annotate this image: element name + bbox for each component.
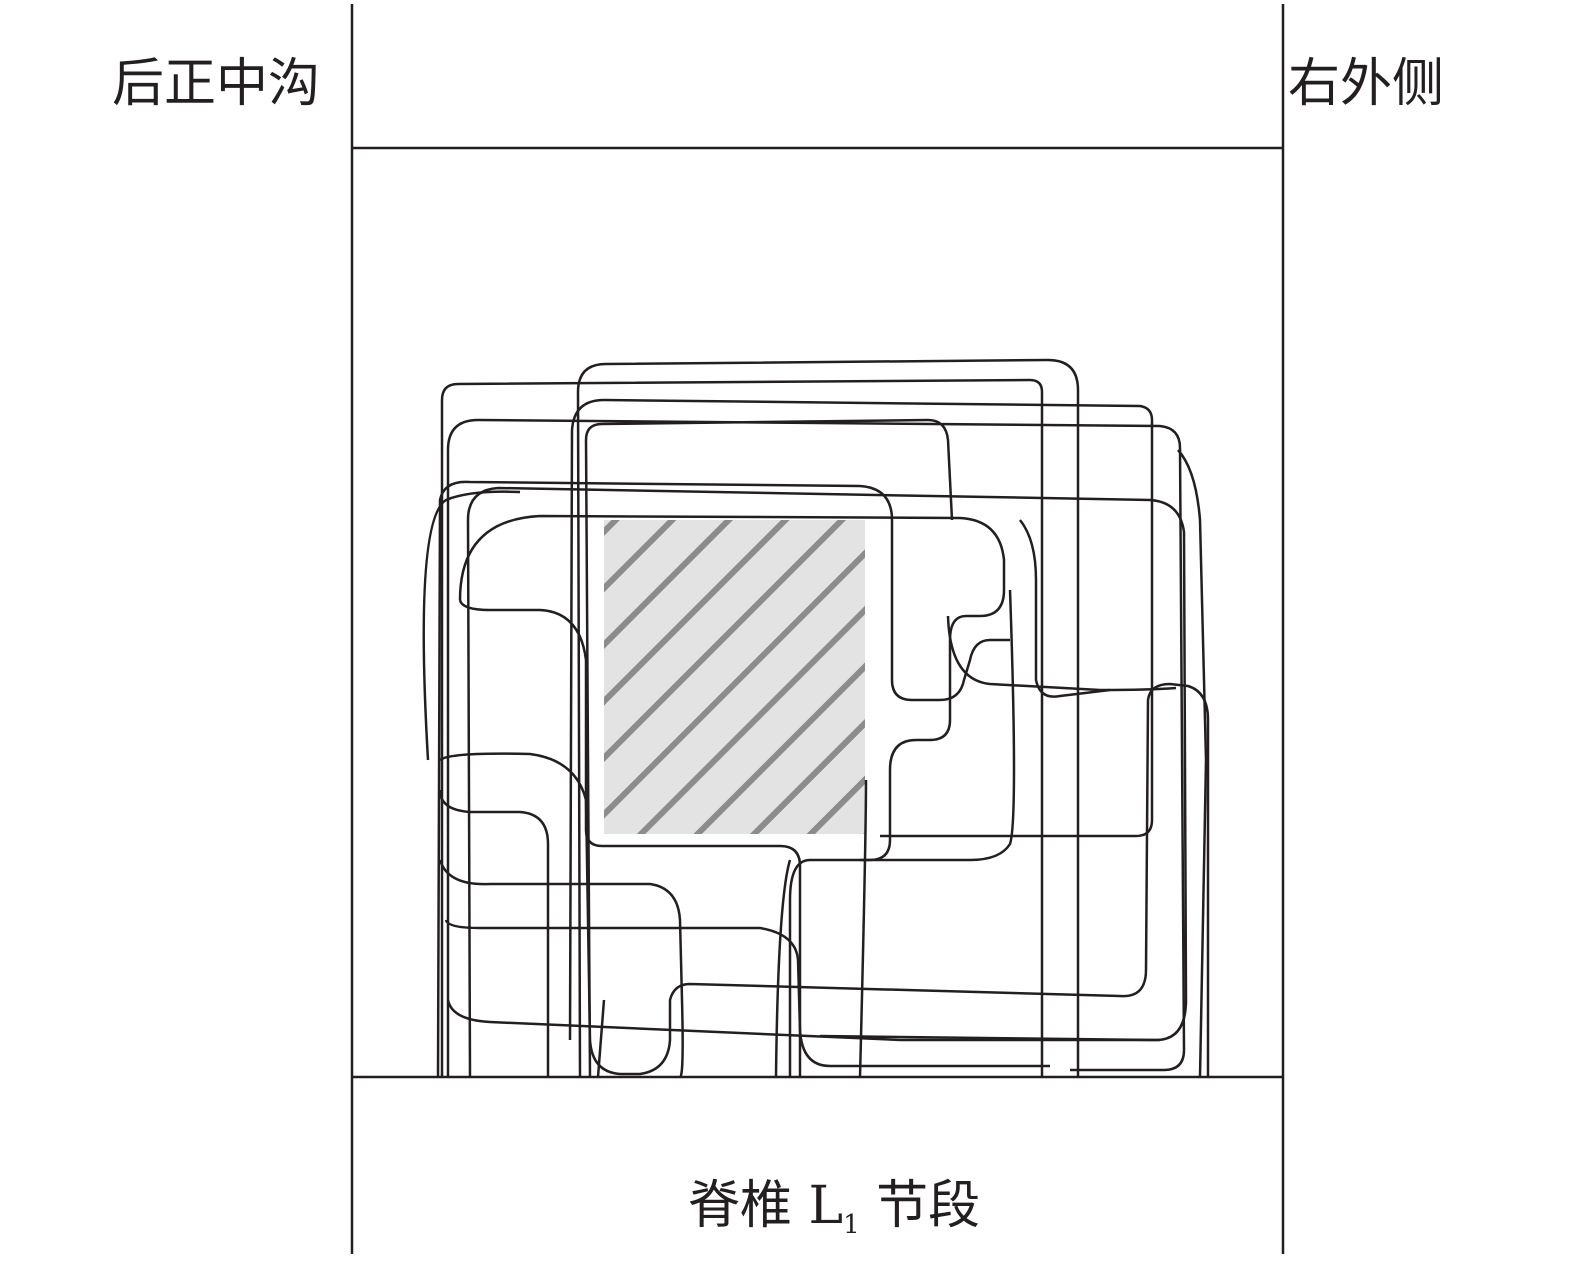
outline-6	[466, 486, 1188, 1078]
hatched-core-zone	[604, 520, 865, 834]
outline-20	[774, 859, 792, 1078]
outline-2	[576, 358, 1080, 1078]
outline-15	[446, 999, 1160, 1042]
outline-10	[422, 490, 521, 761]
segment-suffix: 节段	[876, 1176, 981, 1236]
outline-1	[440, 378, 1044, 1077]
outline-14	[444, 919, 1050, 1068]
outline-13	[438, 859, 684, 1079]
posterior-median-sulcus-label: 后正中沟	[112, 54, 321, 114]
outline-17	[1019, 519, 1111, 698]
frame	[350, 4, 1285, 1254]
outline-22	[1177, 449, 1208, 1078]
spinal-segment-label: 脊椎 L1 节段	[688, 1180, 980, 1238]
outline-8	[458, 599, 802, 1077]
outline-9	[436, 480, 1010, 1078]
outline-12	[438, 789, 550, 1077]
segment-subscript: 1	[843, 1210, 860, 1240]
segment-letter: L	[808, 1176, 844, 1236]
outline-4	[446, 418, 1186, 1077]
outline-16	[946, 615, 1177, 692]
outline-11	[439, 682, 1210, 1077]
area-outlines	[422, 358, 1210, 1079]
outline-5	[584, 418, 954, 1078]
outline-19	[858, 779, 868, 1078]
segment-prefix: 脊椎	[688, 1176, 793, 1236]
outline-21	[596, 999, 606, 1078]
outline-18	[860, 589, 1016, 862]
right-lateral-label: 右外侧	[1288, 54, 1445, 114]
